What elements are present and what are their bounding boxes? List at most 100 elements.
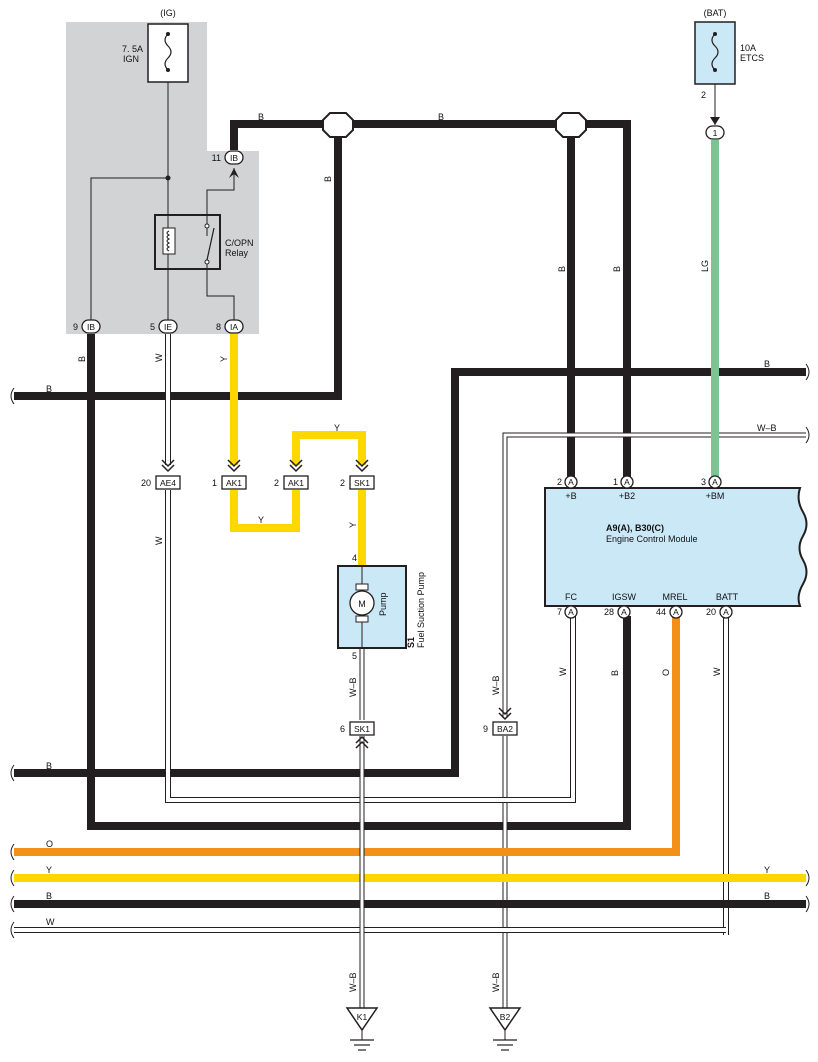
wire-b-left-2	[14, 368, 806, 777]
wl-wb-ba2: W–B	[491, 675, 501, 695]
ecm-pin-b2-term: +B2	[619, 491, 635, 501]
ecm-pin-bm-conn: A	[712, 477, 718, 487]
conn-ak1-2-pin: 2	[274, 478, 279, 488]
splice-1	[322, 112, 354, 138]
conn-ae4-id: AE4	[160, 478, 176, 488]
conn-sk1-6-id: SK1	[354, 724, 370, 734]
ecm-pin-batt-conn: A	[723, 607, 729, 617]
wl-b-left-2: B	[46, 761, 52, 771]
ecm-pin-igsw: IGSW A 28	[604, 592, 637, 619]
conn-sk1-2: SK1 2	[340, 459, 375, 490]
jc-ib-top-id: IB	[230, 153, 238, 163]
wl-y-ia-down: Y	[219, 356, 229, 362]
splice-2	[555, 112, 587, 138]
pump-desc: Fuel Suction Pump	[416, 572, 426, 648]
wl-b-bus-left: B	[46, 891, 52, 901]
conn-ba2-pin: 9	[483, 724, 488, 734]
pump-id: S1	[406, 637, 416, 648]
ecm-pin-bm-term: +BM	[706, 491, 725, 501]
bat-supply-label: (BAT)	[704, 8, 727, 18]
conn-sk1-6-pin: 6	[340, 724, 345, 734]
wl-y-bus-left: Y	[46, 865, 52, 875]
ground-k1: K1	[345, 1007, 379, 1051]
ecm-pin-b2-num: 1	[613, 477, 618, 487]
pump-name: Pump	[378, 592, 388, 616]
conn-ae4-pin: 20	[141, 478, 151, 488]
junction-internal-wiring	[90, 80, 235, 320]
ecm-pin-fc: FC A 7	[557, 592, 578, 619]
jc-ia-pin: 8	[216, 322, 221, 332]
ecm-pin-igsw-conn: A	[621, 607, 627, 617]
ecm-pin-fc-conn: A	[568, 607, 574, 617]
conn-ak1-1-id: AK1	[226, 478, 242, 488]
wl-w-ae4-down: W	[154, 536, 164, 545]
jc-ib-top-pin: 11	[212, 153, 221, 163]
junction-dot	[165, 175, 171, 181]
ig-supply-label: (IG)	[160, 8, 176, 18]
etcs-fuse-amp: 10A	[740, 43, 756, 53]
ecm-title: A9(A), B30(C)	[606, 523, 664, 533]
ecm-pin-bm-num: 3	[701, 477, 706, 487]
wl-b-igsw: B	[610, 670, 620, 676]
wl-y-bus-right: Y	[764, 865, 770, 875]
ground-b2-label: B2	[500, 1012, 511, 1022]
wl-y-loop-top: Y	[334, 423, 340, 433]
edge-brackets-left	[10, 387, 15, 939]
wl-o-mrel: O	[661, 669, 671, 676]
conn-ae4: AE4 20	[141, 459, 181, 490]
copn-relay	[154, 214, 221, 270]
jc-ie-pin: 5	[150, 322, 155, 332]
wl-b-ecm-feed: B	[764, 359, 770, 369]
wl-wb-ecm-feed: W–B	[757, 423, 777, 433]
wire-y-loop-top	[292, 431, 366, 465]
wl-lg: LG	[700, 260, 710, 272]
wire-b-ib-down	[87, 334, 631, 830]
jc-ib-bottom-pin: 9	[73, 322, 78, 332]
ecm-pin-mrel-num: 44	[656, 607, 666, 617]
wire-y-loop-bottom	[230, 490, 300, 532]
relay-name-2: Relay	[225, 248, 249, 258]
conn-ak1-1-pin: 1	[212, 478, 217, 488]
conn-ba2: BA2 9	[483, 707, 518, 736]
wl-w-fc: W	[558, 667, 568, 676]
jc-ie: IE 5	[150, 319, 178, 334]
ecm-pin-b: A 2 +B	[557, 475, 578, 501]
jc-ia: IA 8	[216, 319, 244, 334]
ecm-pin-igsw-term: IGSW	[612, 592, 637, 602]
arrow-up-ib	[229, 168, 239, 178]
wl-b-vert-ecm2: B	[612, 266, 622, 272]
ecm-box	[544, 487, 808, 607]
wl-b-vert-left: B	[323, 176, 333, 182]
pump-motor-symbol: M	[358, 599, 366, 609]
conn-sk1-6: SK1 6	[340, 721, 375, 749]
ecm-subtitle: Engine Control Module	[606, 534, 698, 544]
ecm-pin-igsw-num: 28	[604, 607, 614, 617]
wl-y-loop-bottom: Y	[258, 515, 264, 525]
conn-ak1-2-id: AK1	[288, 478, 304, 488]
wl-b-ib-down: B	[77, 356, 87, 362]
ign-fuse-amp: 7. 5A	[122, 44, 143, 54]
conn-sk1-2-pin: 2	[340, 478, 345, 488]
relay-name-1: C/OPN	[225, 238, 254, 248]
pump-pin-top: 4	[352, 553, 357, 563]
jc-ib-bottom: IB 9	[73, 319, 101, 334]
wl-wb-pump: W–B	[348, 677, 358, 697]
wl-w-batt: W	[712, 667, 722, 676]
ign-fuse-name: IGN	[123, 54, 139, 64]
ground-k1-label: K1	[357, 1012, 368, 1022]
wl-o-bus: O	[46, 839, 53, 849]
pump-pin-bottom: 5	[352, 651, 357, 661]
conn-ak1-2: AK1 2	[274, 459, 309, 490]
ecm-pin-bm: A 3 +BM	[701, 475, 725, 501]
wl-y-pump: Y	[348, 522, 358, 528]
wl-b-top-mid: B	[438, 112, 444, 122]
jc-ia-id: IA	[230, 322, 238, 332]
fuse-etcs	[694, 21, 736, 85]
ecm-pin-mrel-conn: A	[673, 607, 679, 617]
wl-w-ie-down: W	[154, 353, 164, 362]
jc-ie-id: IE	[164, 322, 172, 332]
fuel-suction-pump	[337, 565, 407, 649]
etcs-fuse-pin: 2	[701, 90, 706, 100]
ecm-pin-b-num: 2	[557, 477, 562, 487]
